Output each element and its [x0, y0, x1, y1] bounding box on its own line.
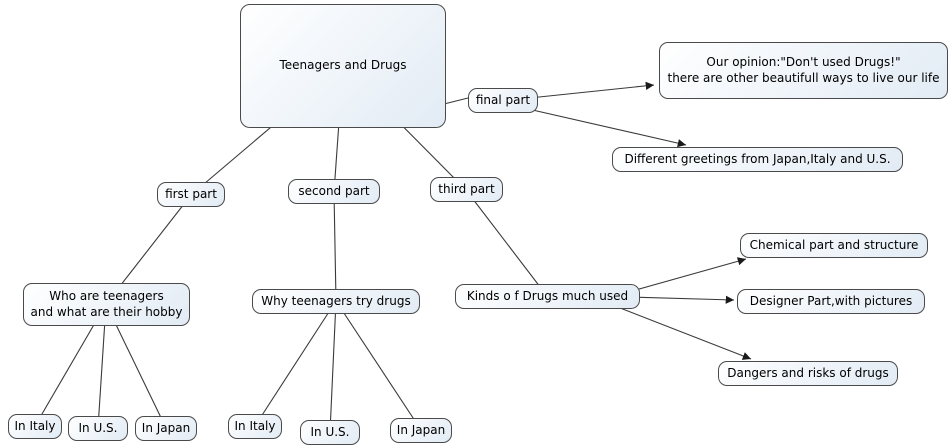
connector-arrow [614, 305, 752, 360]
connector-arrow [624, 257, 747, 294]
node-in-us-why[interactable]: In U.S. [300, 420, 360, 445]
node-dangers-and-risks[interactable]: Dangers and risks of drugs [718, 361, 898, 386]
connector-line [333, 191, 337, 302]
node-in-japan-who[interactable]: In Japan [135, 416, 197, 441]
node-second-part[interactable]: second part [288, 179, 380, 204]
node-who-are-teenagers[interactable]: Who are teenagers and what are their hob… [23, 283, 190, 326]
node-final-part[interactable]: final part [468, 88, 538, 113]
node-in-us-who[interactable]: In U.S. [68, 416, 128, 441]
connector-line [254, 300, 337, 427]
connector-line [465, 189, 548, 297]
node-in-italy-why[interactable]: In Italy [228, 414, 282, 439]
node-different-greetings[interactable]: Different greetings from Japan,Italy and… [612, 147, 903, 172]
node-first-part[interactable]: first part [157, 182, 225, 207]
node-in-italy-who[interactable]: In Italy [8, 414, 62, 439]
node-chemical-part[interactable]: Chemical part and structure [740, 233, 928, 258]
node-in-japan-why[interactable]: In Japan [390, 418, 452, 443]
connector-arrow [629, 295, 735, 304]
node-why-teenagers-try-drugs[interactable]: Why teenagers try drugs [252, 289, 420, 314]
node-third-part[interactable]: third part [430, 177, 503, 202]
node-designer-part[interactable]: Designer Part,with pictures [737, 289, 925, 314]
node-our-opinion[interactable]: Our opinion:"Don't used Drugs!" there ar… [659, 42, 948, 99]
node-kinds-of-drugs[interactable]: Kinds o f Drugs much used [455, 284, 640, 309]
node-teenagers-and-drugs[interactable]: Teenagers and Drugs [240, 4, 446, 128]
connector-arrow [519, 81, 655, 100]
connector-line [329, 300, 337, 433]
connector-line [335, 300, 422, 431]
connector-arrow [514, 105, 687, 148]
